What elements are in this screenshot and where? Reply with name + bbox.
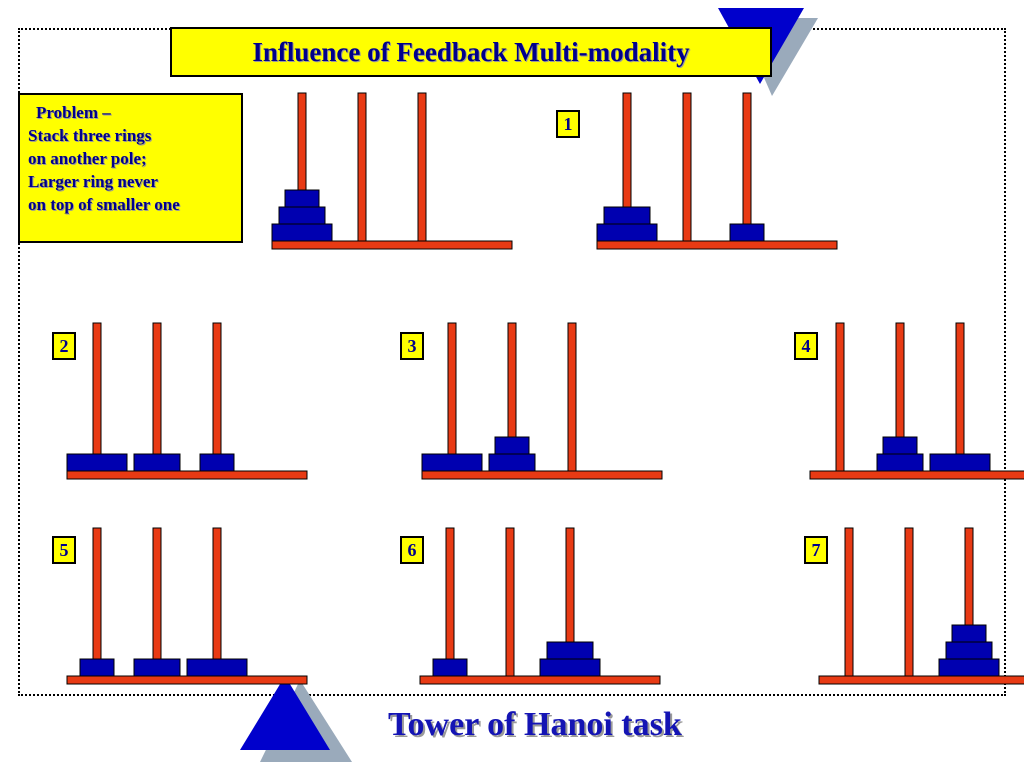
step-label-3: 3 [400,332,424,360]
ring [882,436,918,455]
ring [876,453,924,472]
ring [603,206,651,225]
pole [955,322,965,474]
base [271,240,513,250]
ring [494,436,530,455]
ring [488,453,536,472]
base [66,675,308,685]
ring [284,189,320,208]
pole [152,527,162,679]
bottom-triangle [240,676,330,750]
ring [432,658,468,677]
pole [742,92,752,244]
slide-title: Influence of Feedback Multi-modality [170,27,772,77]
ring [278,206,326,225]
pole [357,92,367,244]
ring [729,223,765,242]
base [596,240,838,250]
ring [951,624,987,643]
pole [92,527,102,679]
problem-statement: Problem – Stack three rings on another p… [18,93,243,243]
pole [447,322,457,474]
step-label-7: 7 [804,536,828,564]
pole [835,322,845,474]
step-label-2: 2 [52,332,76,360]
pole [505,527,515,679]
ring [596,223,658,242]
ring [79,658,115,677]
pole [445,527,455,679]
ring [186,658,248,677]
ring [133,658,181,677]
base [809,470,1024,480]
pole [92,322,102,474]
problem-line: Larger ring never [28,172,158,191]
ring [66,453,128,472]
step-label-5: 5 [52,536,76,564]
ring [199,453,235,472]
base [66,470,308,480]
pole [417,92,427,244]
problem-line: on top of smaller one [28,195,180,214]
base [419,675,661,685]
pole [567,322,577,474]
ring [271,223,333,242]
base [421,470,663,480]
ring [539,658,601,677]
pole [844,527,854,679]
pole [212,527,222,679]
ring [929,453,991,472]
ring [133,453,181,472]
pole [682,92,692,244]
pole [212,322,222,474]
ring [546,641,594,660]
ring [945,641,993,660]
ring [421,453,483,472]
problem-line: on another pole; [28,149,147,168]
base [818,675,1024,685]
pole [152,322,162,474]
step-label-4: 4 [794,332,818,360]
problem-line: Problem – [36,103,111,122]
ring [938,658,1000,677]
footer-caption: Tower of Hanoi task [388,706,682,743]
step-label-1: 1 [556,110,580,138]
pole [904,527,914,679]
problem-line: Stack three rings [28,126,152,145]
step-label-6: 6 [400,536,424,564]
